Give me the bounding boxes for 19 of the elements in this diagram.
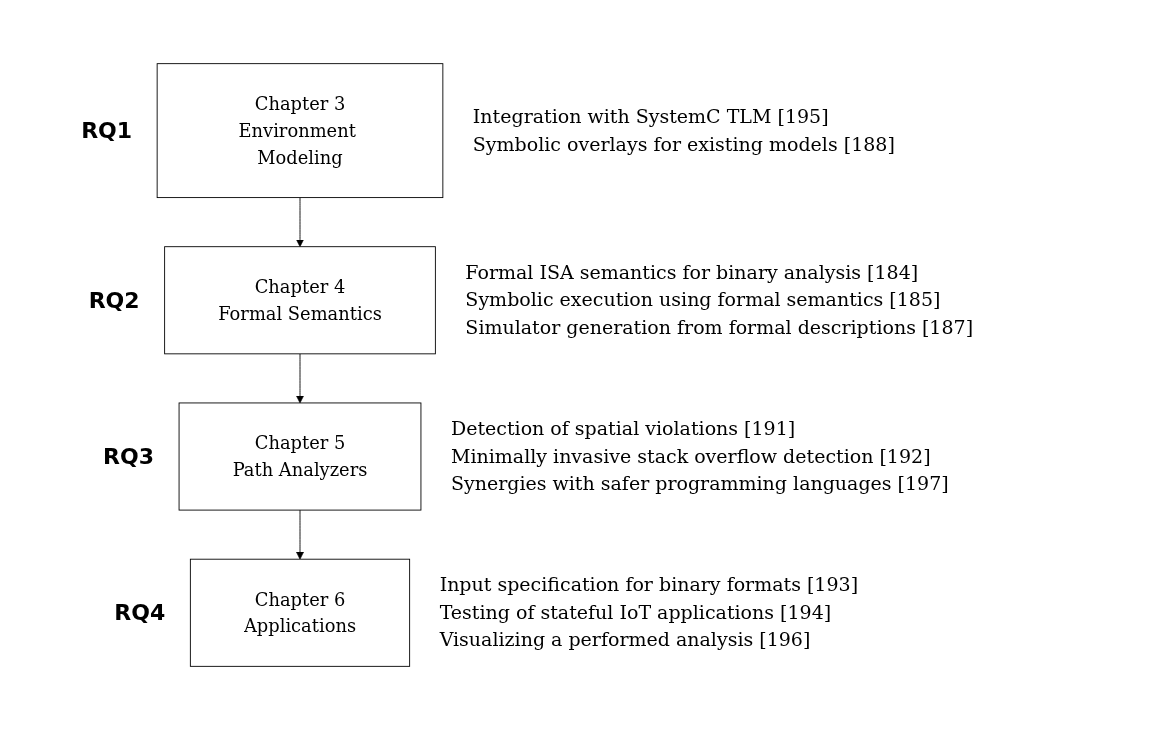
publication-reference: Testing of stateful IoT applications [194]: [439, 599, 833, 625]
node-box: Chapter 5 Path Analyzers: [178, 402, 422, 511]
research-question-label: RQ2: [88, 287, 140, 313]
research-question-label: RQ4: [114, 600, 166, 626]
publication-reference: Formal ISA semantics for binary analysis [184]: [465, 259, 920, 285]
publication-reference: Synergies with safer programming languages [197]: [450, 471, 949, 497]
node-box: Chapter 4 Formal Semantics: [164, 246, 436, 355]
publication-reference: Symbolic overlays for existing models [188]: [472, 131, 895, 157]
publication-reference: Simulator generation from formal descriptions [187]: [465, 314, 974, 340]
node-box: Chapter 3 Environment Modeling: [156, 63, 444, 199]
publication-reference: Integration with SystemC TLM [195]: [472, 104, 830, 130]
publication-reference: Visualizing a performed analysis [196]: [439, 627, 812, 653]
publication-reference: Minimally invasive stack overflow detection [192]: [450, 443, 932, 469]
publication-reference: Input specification for binary formats [193]: [439, 572, 859, 598]
research-question-label: RQ3: [103, 444, 154, 469]
publication-reference: Symbolic execution using formal semantics [185]: [465, 287, 942, 313]
publication-reference: Detection of spatial violations [191]: [450, 416, 797, 441]
node-box: Chapter 6 Applications: [189, 558, 411, 667]
research-question-label: RQ1: [81, 118, 133, 144]
